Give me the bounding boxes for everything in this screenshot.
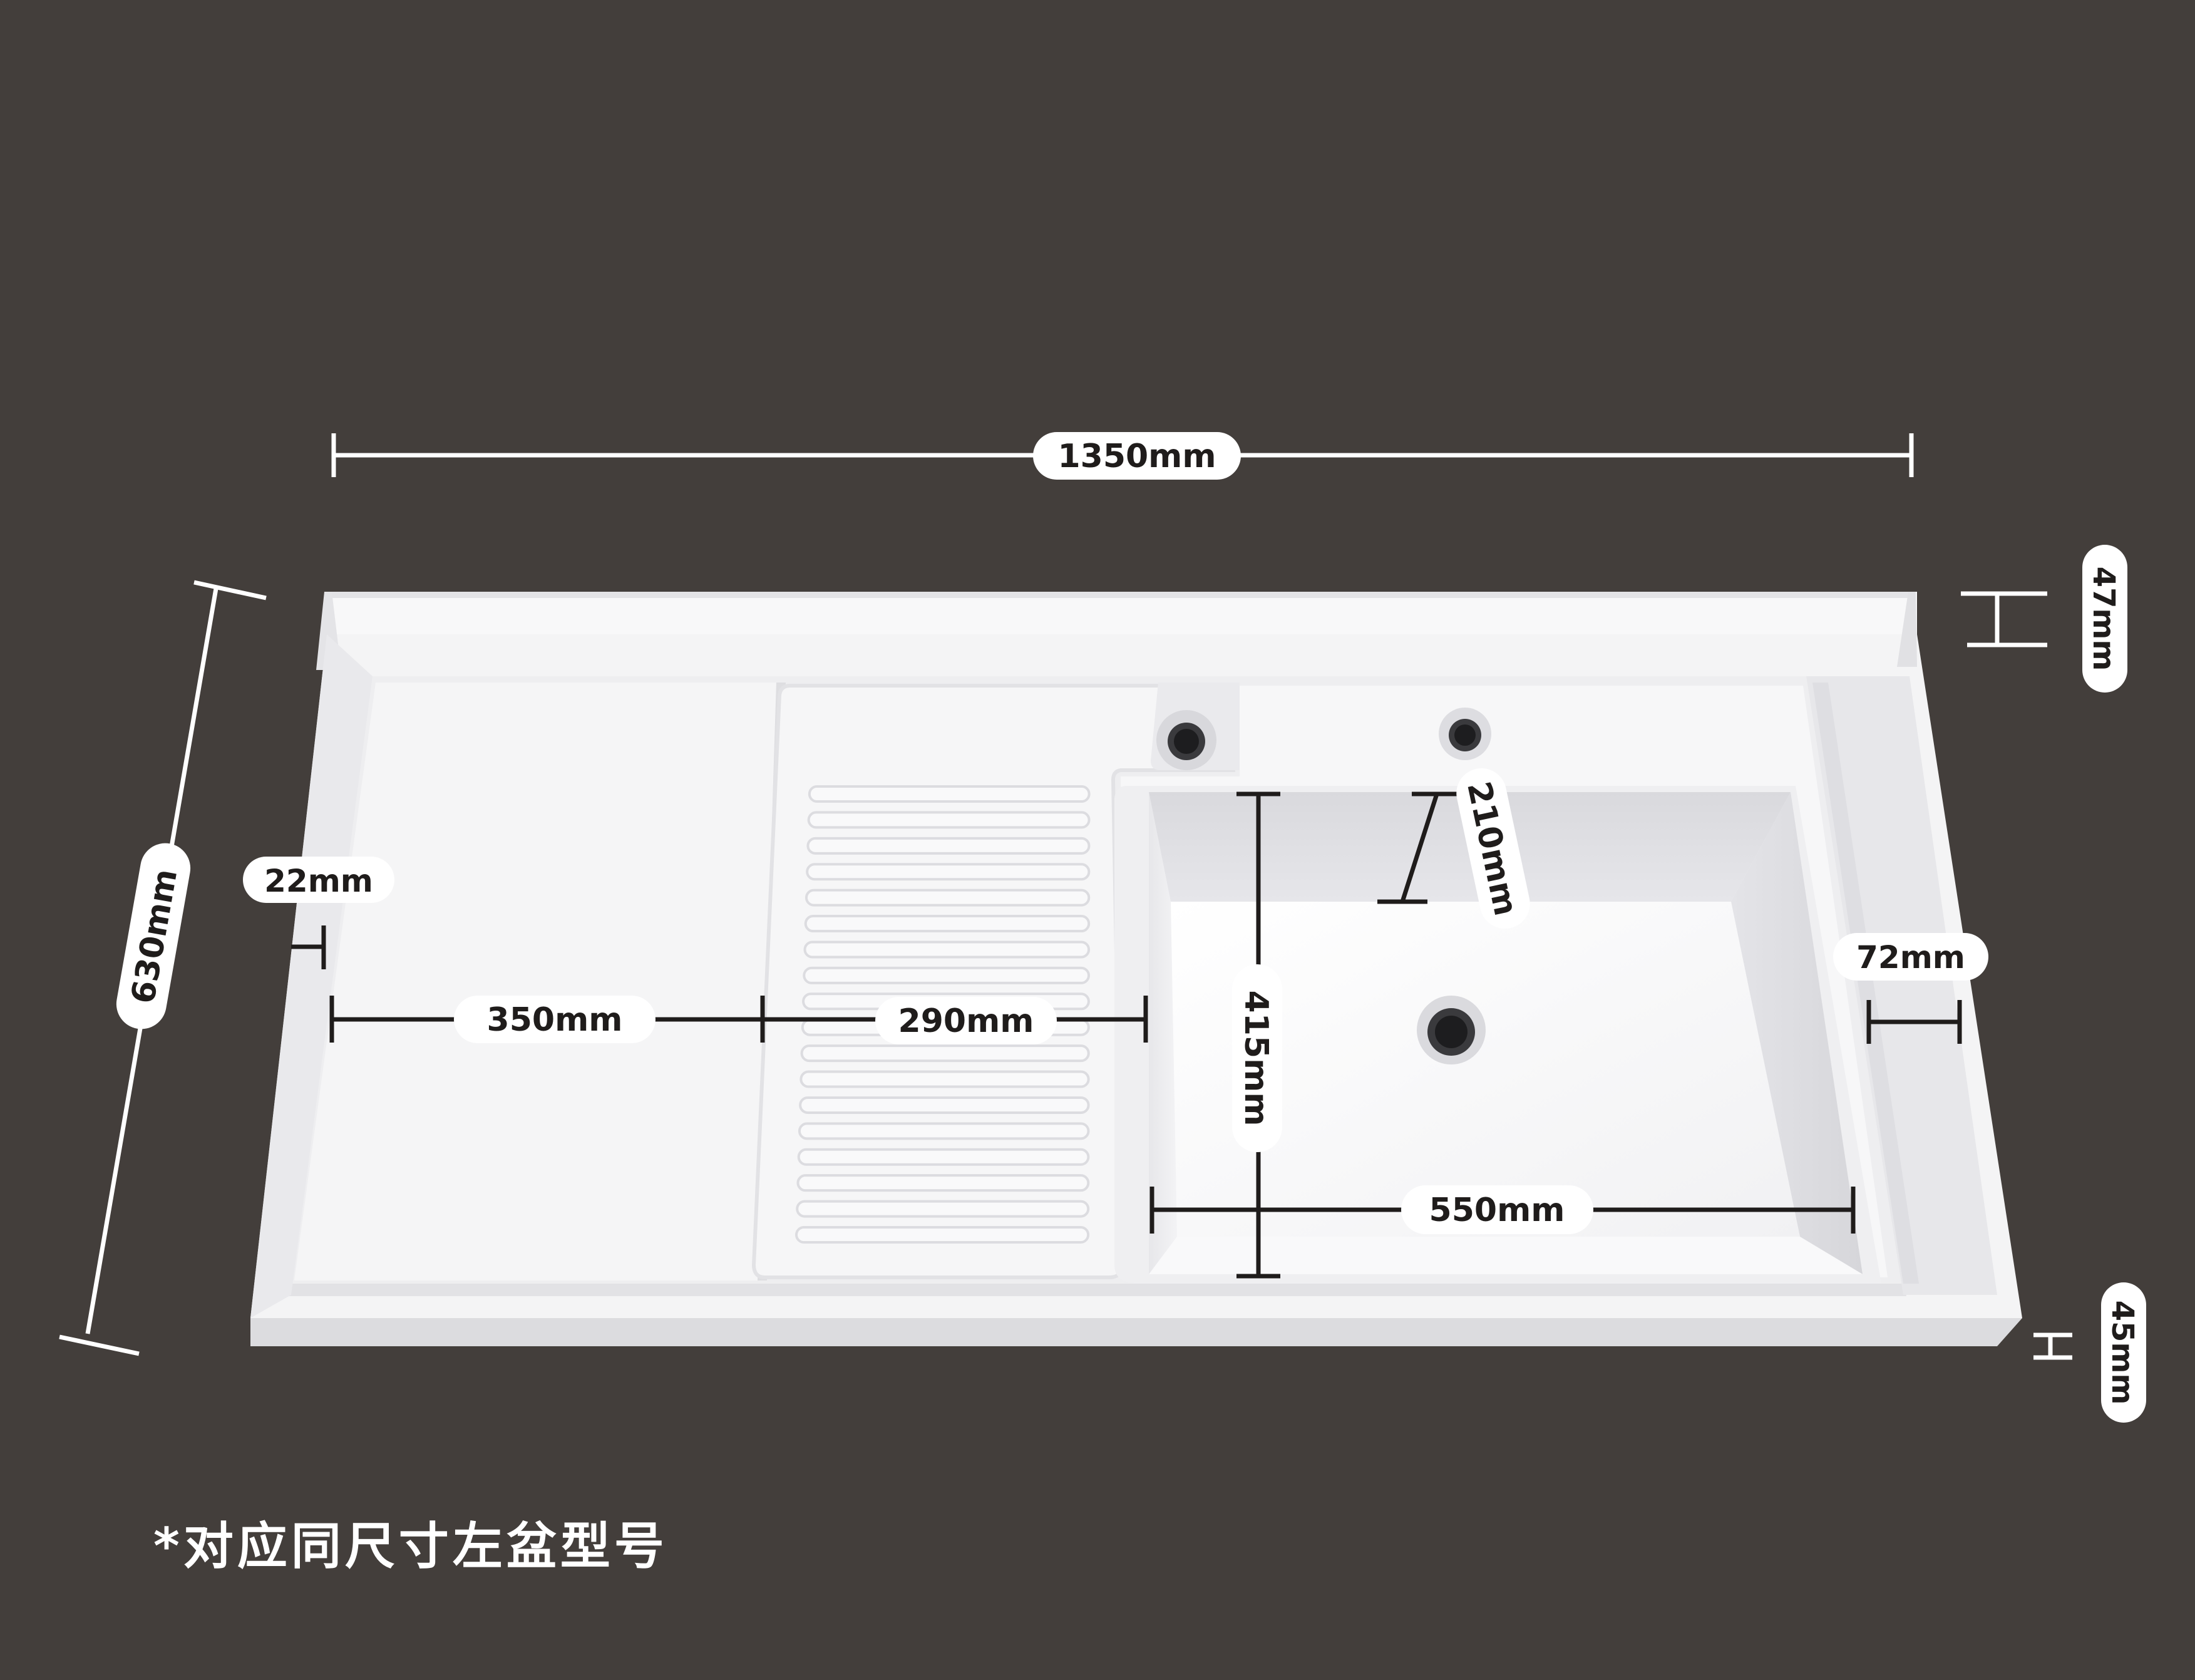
label-depth: 630mm [116,843,191,1029]
inner-tray-bottom-lip [285,1284,1906,1296]
washboard-ridge [799,1070,1090,1088]
washboard-ridges [795,785,1091,1244]
faucet-hole-right [1439,708,1491,760]
svg-text:45mm: 45mm [2105,1301,2140,1405]
right-rim-edge [1812,683,1919,1284]
label-basin-length: 415mm [1232,964,1282,1152]
washboard-ridge [803,940,1091,959]
svg-text:350mm: 350mm [487,1001,623,1039]
backsplash-face [327,592,1917,634]
sink-body [250,592,2022,1346]
svg-text:1350mm: 1350mm [1057,438,1216,475]
label-front-edge: 45mm [2101,1282,2146,1423]
washboard-ridge [803,966,1091,984]
basin-left-wall [1149,792,1177,1274]
footnote: *对应同尺寸左盆型号 [153,1517,668,1575]
svg-text:47mm: 47mm [2086,567,2121,671]
washboard-ridge [799,1096,1090,1114]
svg-text:72mm: 72mm [1856,939,1965,976]
dim-left-rim-line [291,925,326,969]
dim-backsplash-height-line [1961,591,2047,647]
dim-right-rim-line [1866,1000,1962,1044]
washboard-ridge [804,889,1091,907]
washboard-ridge [795,1226,1090,1244]
left-counter [294,683,776,1281]
sink-front-edge [250,1318,2022,1346]
label-left-counter: 350mm [454,996,655,1043]
basin-floor [1171,902,1800,1237]
washboard-ridge [800,1044,1090,1063]
label-washboard: 290mm [875,997,1057,1044]
washboard-ridge [796,1200,1090,1218]
washboard-ridge [806,863,1091,881]
left-rim [250,634,373,1318]
drain-hole [1417,996,1486,1064]
label-basin-width: 550mm [1401,1185,1593,1234]
dim-front-edge-line [2033,1332,2072,1360]
basin-right-wall [1731,792,1863,1274]
washboard-ridge [807,811,1091,829]
washboard-ridge [798,1122,1090,1140]
washboard-ridge [797,1148,1090,1166]
washboard-ridge [808,785,1091,803]
svg-text:415mm: 415mm [1237,991,1275,1126]
label-basin-depth: 210mm [1456,768,1530,929]
label-total-width: 1350mm [1033,432,1241,480]
label-right-rim: 72mm [1833,933,1988,981]
basin-front-wall [1149,1237,1863,1274]
washboard-ridge [796,1174,1090,1192]
faucet-hole-left [1156,710,1216,770]
right-rim [1806,676,1997,1295]
label-backsplash-height: 47mm [2082,545,2127,693]
washboard-ridge [806,837,1091,855]
basin [1114,786,1881,1284]
washboard-ridge [804,915,1091,933]
backsplash-right-end [1897,592,1917,667]
dim-basin-depth-line [1377,791,1462,904]
svg-text:22mm: 22mm [264,863,373,899]
dimension-labels: 1350mm 630mm 47mm 45mm 22mm 350mm 290mm [116,432,2146,1423]
label-left-rim: 22mm [243,857,394,903]
svg-text:290mm: 290mm [898,1002,1034,1040]
svg-text:550mm: 550mm [1429,1192,1565,1229]
backsplash-top [324,592,1916,598]
